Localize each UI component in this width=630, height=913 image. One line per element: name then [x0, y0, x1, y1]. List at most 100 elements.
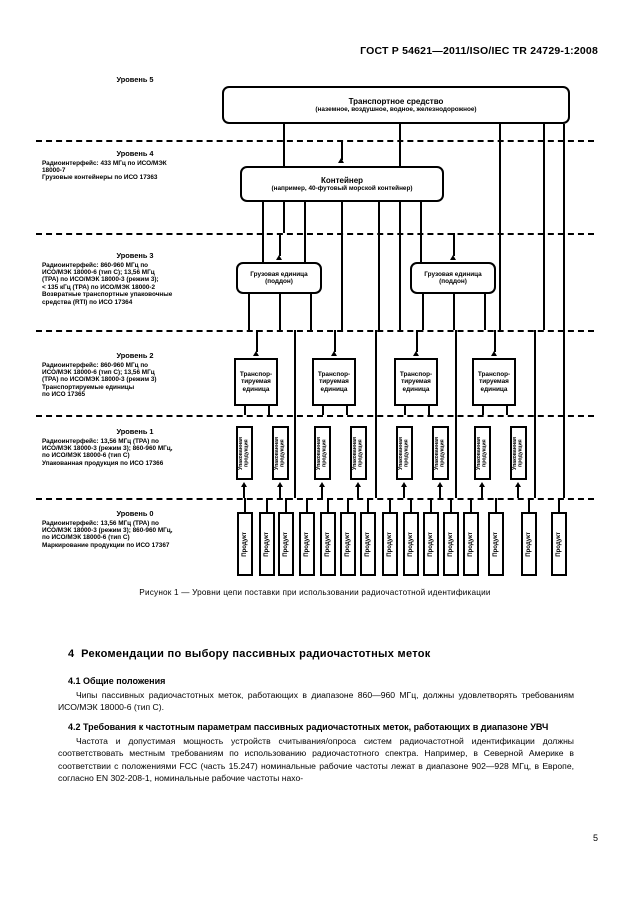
passthrough-2-e [563, 330, 565, 415]
subsection-42-heading: 4.2 Требования к частотным параметрам па… [68, 721, 549, 732]
passthrough-4-d [543, 140, 545, 233]
connector-pg8-down [517, 487, 519, 498]
subsection-42-paragraph: Частота и допустимая мощность устройств … [58, 735, 574, 784]
connector-tu4-down-b [506, 406, 508, 415]
arrow-pg-1 [241, 482, 247, 487]
node-packaged-goods-2: Упакованная продукция [272, 426, 289, 480]
connector-tu1-down-b [268, 406, 270, 415]
connector-pg5-down [403, 487, 405, 498]
connector-lu2-down-a [422, 294, 424, 330]
connector-prod-9-up [410, 498, 412, 512]
supply-chain-figure: Уровень 5 Транспортное средство (наземно… [0, 70, 630, 585]
arrow-tu-2 [331, 351, 337, 356]
connector-pg2-down [279, 487, 281, 498]
passthrough-3-b [378, 233, 380, 330]
connector-tu3-down-a [404, 406, 406, 415]
connector-vehicle-e [563, 124, 565, 140]
connector-lu2-up [453, 233, 455, 256]
node-load-unit-1: Грузовая единица (поддон) [236, 262, 322, 294]
connector-container-down-e [378, 202, 380, 233]
connector-lu1-down-c [310, 294, 312, 330]
passthrough-3-e [543, 233, 545, 330]
connector-prod-8-up [389, 498, 391, 512]
node-transport-unit-2: Транспор- тируемая единица [312, 358, 356, 406]
passthrough-2-a [294, 330, 296, 415]
band-divider-2-1 [36, 415, 594, 417]
connector-tu1-down-a [244, 406, 246, 415]
connector-tu2-down-b [346, 406, 348, 415]
figure-caption: Рисунок 1 — Уровни цепи поставки при исп… [139, 588, 491, 597]
arrow-pg-7 [479, 482, 485, 487]
level-3-label: Уровень 3 Радиоинтерфейс: 860-960 МГц по… [42, 251, 173, 306]
connector-tu3-up [416, 330, 418, 352]
connector-tu2-down-a [322, 406, 324, 415]
connector-prod-11-up [450, 498, 452, 512]
node-transport-unit-1: Транспор- тируемая единица [234, 358, 278, 406]
passthrough-4-c [499, 140, 501, 233]
connector-pg4-down [357, 487, 359, 498]
node-packaged-goods-8: Упакованная продукция [510, 426, 527, 480]
passthrough-2-d [534, 330, 536, 415]
arrow-container-to-vehicle [338, 158, 344, 163]
arrow-tu-1 [253, 351, 259, 356]
section-heading: 4 Рекомендации по выбору пассивных радио… [68, 648, 431, 660]
node-product-3: Продукт [278, 512, 294, 576]
connector-prod-3-up [285, 498, 287, 512]
connector-pg1-down [243, 487, 245, 498]
body-content: 4 Рекомендации по выбору пассивных радио… [58, 648, 574, 793]
arrow-load-unit-1 [276, 255, 282, 260]
connector-pg7-down [481, 487, 483, 498]
subsection-41-paragraph: Чипы пассивных радиочастотных меток, раб… [58, 690, 574, 713]
connector-prod-6-up [347, 498, 349, 512]
passthrough-3-h [304, 233, 306, 262]
passthrough-2-b [375, 330, 377, 415]
passthrough-1-e [563, 415, 565, 498]
node-packaged-goods-4: Упакованная продукция [350, 426, 367, 480]
connector-vehicle-c [499, 124, 501, 140]
node-transport-unit-4: Транспор- тируемая единица [472, 358, 516, 406]
passthrough-3-g [262, 233, 264, 262]
passthrough-4-b [399, 140, 401, 166]
arrow-tu-4 [491, 351, 497, 356]
connector-lu1-up [279, 233, 281, 256]
band-divider-5-4 [36, 140, 594, 142]
band-divider-3-2 [36, 330, 594, 332]
connector-tu1-up [256, 330, 258, 352]
arrow-pg-5 [401, 482, 407, 487]
passthrough-3-f [563, 233, 565, 330]
level-0-label: Уровень 0 Радиоинтерфейс: 13,56 МГц (ТРА… [42, 509, 173, 549]
connector-prod-13-up [495, 498, 497, 512]
passthrough-1-c [455, 415, 457, 498]
node-packaged-goods-5: Упакованная продукция [396, 426, 413, 480]
node-product-13: Продукт [488, 512, 504, 576]
node-product-2: Продукт [259, 512, 275, 576]
arrow-tu-3 [413, 351, 419, 356]
passthrough-3-i [420, 233, 422, 262]
node-packaged-goods-7: Упакованная продукция [474, 426, 491, 480]
connector-pg6-down [439, 487, 441, 498]
connector-container-down-c [304, 202, 306, 233]
connector-container-down-b [283, 202, 285, 233]
subsection-41-heading: 4.1 Общие положения [68, 676, 166, 686]
connector-container-down-d [341, 202, 343, 233]
page-number: 5 [592, 833, 598, 843]
connector-vehicle-b [399, 124, 401, 140]
node-product-15: Продукт [551, 512, 567, 576]
connector-prod-1-up [244, 498, 246, 512]
node-product-4: Продукт [299, 512, 315, 576]
level-1-label: Уровень 1 Радиоинтерфейс: 13,56 МГц (ТРА… [42, 427, 173, 467]
connector-tu2-up [334, 330, 336, 352]
node-product-9: Продукт [403, 512, 419, 576]
connector-prod-12-up [470, 498, 472, 512]
connector-prod-5-up [327, 498, 329, 512]
connector-vehicle-d [543, 124, 545, 140]
level-4-label: Уровень 4 Радиоинтерфейс: 433 МГц по ИСО… [42, 149, 167, 182]
connector-lu2-down-c [484, 294, 486, 330]
level-2-label: Уровень 2 Радиоинтерфейс: 860-960 МГц по… [42, 351, 157, 399]
arrow-pg-6 [437, 482, 443, 487]
connector-prod-4-up [306, 498, 308, 512]
connector-tu4-down-a [482, 406, 484, 415]
node-product-8: Продукт [382, 512, 398, 576]
connector-container-down-a [262, 202, 264, 233]
level-5-label: Уровень 5 [116, 75, 154, 84]
